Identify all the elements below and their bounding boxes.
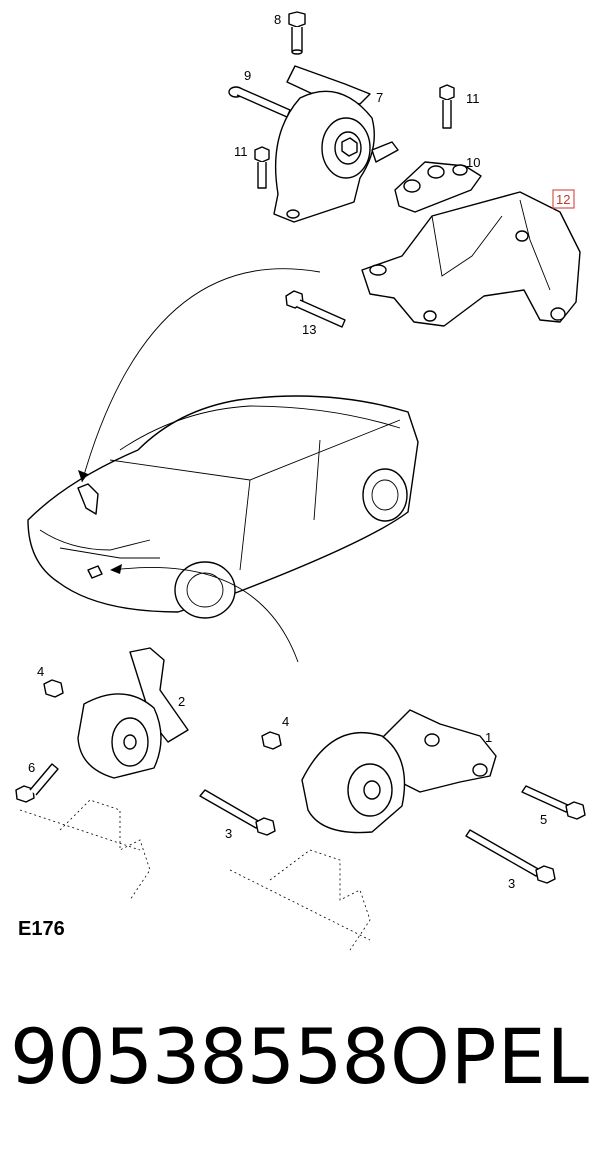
nut-4-middle [261, 731, 282, 750]
bolt-13 [285, 290, 346, 328]
part-info-line: 90538558 OPEL [10, 1012, 590, 1122]
callout-5: 5 [540, 812, 547, 827]
arrow-to-lower-mount [112, 567, 299, 663]
callout-3-right: 3 [508, 876, 515, 891]
callout-4-middle: 4 [282, 714, 289, 729]
callout-11-left: 11 [234, 144, 248, 159]
callout-2: 2 [178, 694, 185, 709]
callout-8: 8 [274, 12, 281, 27]
arrowhead-upper [78, 470, 88, 482]
bolt-11-upper-right [439, 84, 455, 129]
mount-7 [273, 65, 399, 223]
bolt-5 [521, 785, 586, 820]
brand-name: OPEL [389, 1012, 590, 1101]
callout-9: 9 [244, 68, 251, 83]
callout-4-left: 4 [37, 664, 44, 679]
arrowhead-lower [110, 564, 122, 574]
bush-10 [394, 161, 482, 213]
callout-12-highlight-box [552, 189, 575, 209]
bracket-12 [361, 191, 581, 327]
chassis-bracket-left [19, 799, 151, 901]
callout-1: 1 [485, 730, 492, 745]
mount-2 [77, 647, 189, 779]
mount-1 [301, 709, 497, 834]
bolt-3-right [465, 829, 556, 884]
diagram-code: E176 [18, 918, 65, 940]
callout-3-left: 3 [225, 826, 232, 841]
car-outline [27, 395, 419, 619]
callout-11-right: 11 [466, 91, 480, 106]
callout-12: 12 [556, 192, 570, 207]
callout-13: 13 [302, 322, 316, 337]
part-number: 90538558 [10, 1012, 390, 1101]
chassis-bracket-right [229, 849, 371, 951]
bolt-3-left [199, 789, 276, 836]
callout-7: 7 [376, 90, 383, 105]
bolt-11-left [254, 146, 270, 189]
nut-4-left [43, 679, 64, 698]
bolt-8 [288, 11, 306, 55]
arrow-to-upper-mount [81, 268, 321, 483]
engine-mount-exploded-diagram: 8 9 7 11 11 10 12 13 4 2 4 1 6 5 3 3 [15, 11, 586, 951]
bolt-6 [15, 763, 59, 803]
callout-6: 6 [28, 760, 35, 775]
bolt-9 [228, 86, 291, 118]
callout-10: 10 [466, 155, 480, 170]
